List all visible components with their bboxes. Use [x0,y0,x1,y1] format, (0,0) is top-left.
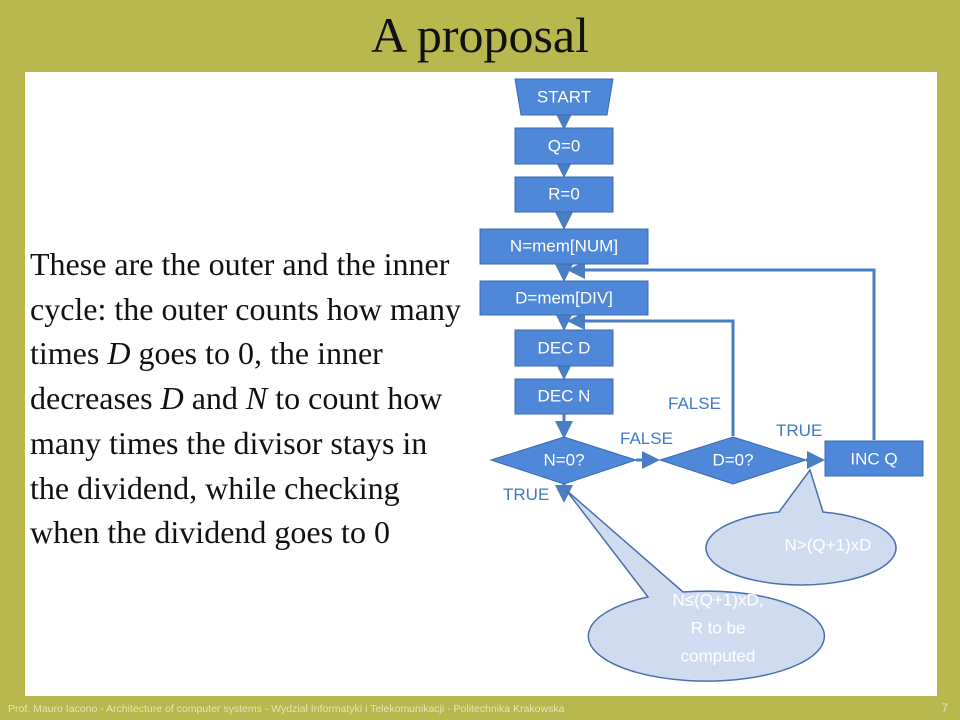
callout-inc-branch-text: N>(Q+1)xD [785,536,872,555]
node-start: START [514,78,614,116]
callout-true-branch-line2: R to be [691,619,746,638]
node-dec-d: DEC D [514,329,614,367]
callout-true-branch-line3: computed [681,647,756,666]
body-segment: , the inner decreases [30,335,383,417]
node-dec-d-label: DEC D [538,339,591,358]
node-dec-n-label: DEC N [538,387,591,406]
callout-inc-branch: N>(Q+1)xD [705,468,897,586]
math-var-d: D [160,380,184,417]
body-segment: and [183,380,246,417]
flow-edges [555,112,876,503]
footer-credit: Prof. Mauro Iacono - Architecture of com… [8,703,565,715]
content-panel [25,72,937,696]
node-n-load: N=mem[NUM] [479,228,649,265]
node-q0: Q=0 [514,127,614,165]
node-n-zero-label: N=0? [543,451,584,470]
node-n-load-label: N=mem[NUM] [510,237,618,256]
node-r0: R=0 [514,176,614,213]
label-d-zero-false: FALSE [668,394,721,413]
node-inc-q-label: INC Q [850,450,897,469]
math-zero: 0 [237,335,254,372]
body-segment: goes to [130,335,238,372]
node-r0-label: R=0 [548,185,580,204]
body-text: These are the outer and the inner cycle:… [30,242,470,555]
body-segment: to count how many times the divisor stay… [30,380,443,551]
node-inc-q: INC Q [824,440,924,477]
math-var-d: D [107,335,131,372]
label-n-zero-true: TRUE [503,485,549,504]
node-d-zero-label: D=0? [712,451,753,470]
node-start-label: START [537,88,591,107]
edge-dzero-false-loop [567,312,735,436]
page-number: 7 [941,701,948,715]
slide-title: A proposal [370,7,590,63]
callout-true-branch-line1: N≤(Q+1)xD, [672,591,763,610]
node-d-zero: D=0? [658,436,808,485]
label-n-zero-false: FALSE [620,429,673,448]
callout-true-branch: N≤(Q+1)xD, R to be computed [565,489,826,682]
node-d-load: D=mem[DIV] [479,280,649,316]
math-var-n: N [245,380,268,417]
body-segment: These are the outer and the inner cycle:… [30,246,461,372]
math-zero: 0 [373,514,390,551]
label-d-zero-true: TRUE [776,421,822,440]
edge-incq-loop [567,261,876,440]
node-d-load-label: D=mem[DIV] [515,289,613,308]
node-q0-label: Q=0 [548,137,581,156]
node-dec-n: DEC N [514,378,614,415]
node-n-zero: N=0? [489,436,638,485]
